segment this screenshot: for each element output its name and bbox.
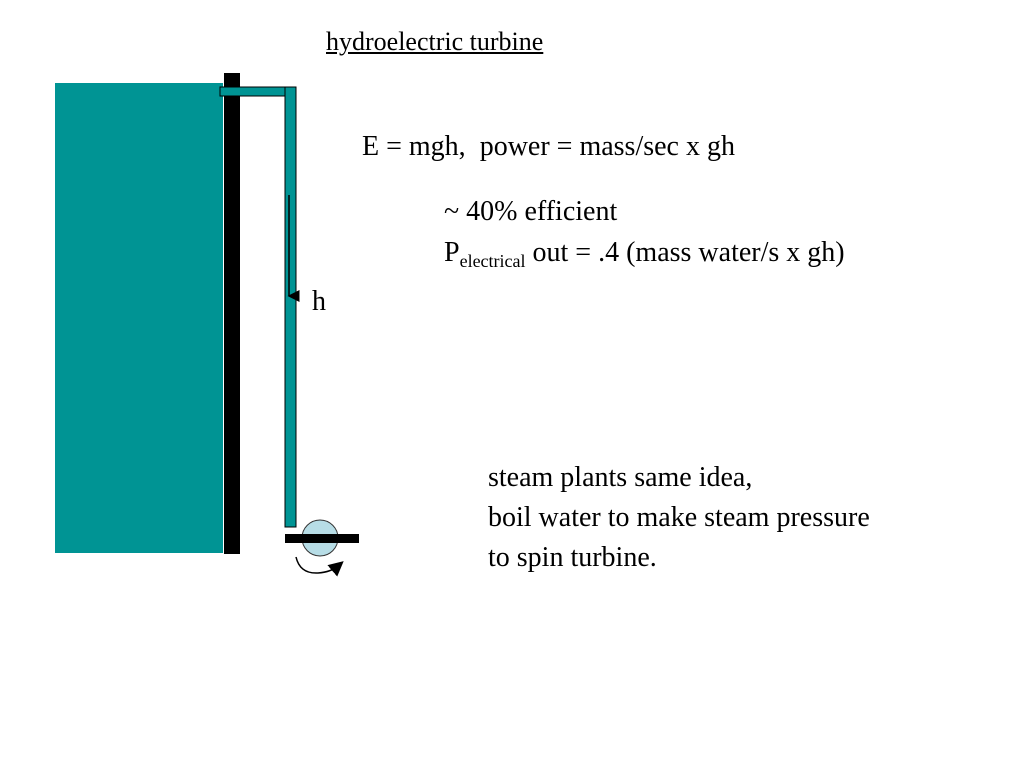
energy-equation: E = mgh, power = mass/sec x gh: [362, 130, 735, 164]
dam-wall: [224, 73, 240, 554]
power-subscript: electrical: [459, 251, 526, 271]
power-symbol: P: [444, 237, 460, 268]
steam-note-line: boil water to make steam pressure: [488, 502, 870, 533]
steam-note-line: to spin turbine.: [488, 542, 657, 573]
turbine-shaft: [285, 534, 359, 543]
power-formula: power = mass/sec x gh: [479, 131, 735, 162]
energy-formula: E = mgh,: [362, 131, 466, 162]
power-output-equation: Pelectrical out = .4 (mass water/s x gh): [444, 236, 845, 278]
height-label: h: [312, 286, 326, 317]
reservoir-water: [55, 83, 223, 553]
steam-note: steam plants same idea, boil water to ma…: [488, 458, 870, 578]
penstock-pipe: [284, 86, 297, 528]
power-expression: out = .4 (mass water/s x gh): [532, 237, 845, 268]
intake-pipe: [219, 86, 292, 97]
steam-note-line: steam plants same idea,: [488, 462, 753, 493]
rotation-arrow: [295, 556, 344, 577]
slide-title: hydroelectric turbine: [326, 27, 544, 56]
efficiency-text: ~ 40% efficient: [444, 196, 618, 227]
